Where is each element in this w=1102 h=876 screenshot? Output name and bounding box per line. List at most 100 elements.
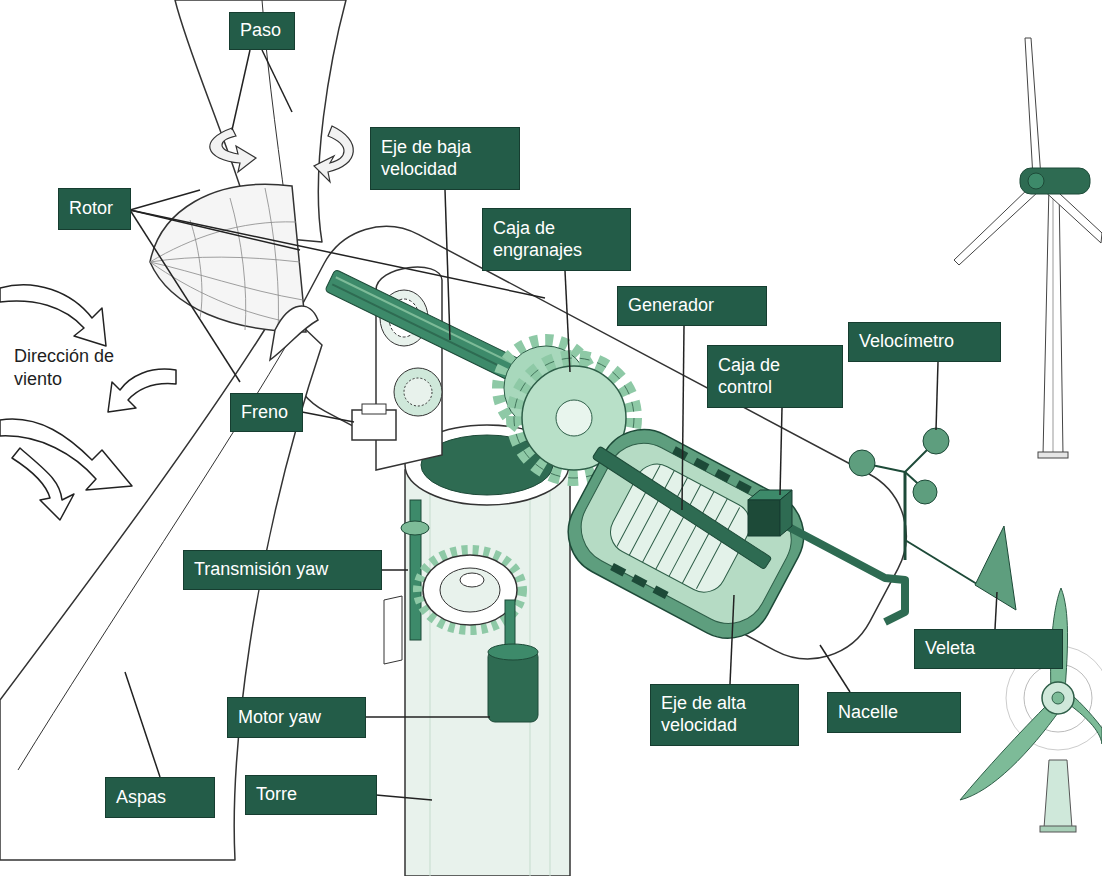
leader-line bbox=[262, 50, 292, 112]
turbine-icon bbox=[1038, 452, 1068, 458]
rotor-hub bbox=[150, 184, 306, 332]
leader-line bbox=[232, 50, 250, 130]
generator bbox=[672, 446, 688, 460]
part-name: Caja de engranajes bbox=[493, 218, 620, 262]
wind-vane bbox=[975, 526, 1016, 610]
wind-arrow bbox=[0, 285, 176, 520]
part-name: Nacelle bbox=[838, 702, 950, 724]
part-name: Veleta bbox=[925, 638, 1052, 660]
turbine-front-icon bbox=[1042, 682, 1074, 714]
control-box bbox=[748, 490, 905, 622]
pitch-arrow bbox=[210, 128, 256, 172]
tower bbox=[430, 490, 431, 876]
label-box: Caja de control bbox=[707, 345, 843, 408]
anemometer bbox=[904, 472, 907, 560]
anemometer bbox=[923, 428, 949, 454]
label-box: Torre bbox=[245, 775, 377, 815]
turbine-front-icon bbox=[1052, 692, 1064, 704]
gearbox bbox=[556, 400, 592, 436]
generator bbox=[714, 469, 730, 483]
part-name: Rotor bbox=[69, 198, 120, 220]
leader-line bbox=[565, 271, 570, 372]
leader-line bbox=[936, 362, 938, 430]
label-box: Velocímetro bbox=[848, 322, 1001, 362]
label-box: Aspas bbox=[105, 777, 215, 818]
leader-line bbox=[995, 592, 997, 629]
turbine-icon bbox=[1028, 173, 1044, 189]
wind-vane bbox=[905, 526, 1016, 610]
turbine-front-icon bbox=[960, 702, 1060, 800]
brake bbox=[394, 368, 442, 416]
generator bbox=[631, 574, 647, 588]
generator bbox=[652, 585, 668, 599]
label-box: Veleta bbox=[914, 629, 1063, 669]
turbine-icon bbox=[1053, 190, 1054, 452]
part-name: Eje de alta velocidad bbox=[661, 693, 788, 737]
label-box: Freno bbox=[230, 393, 303, 432]
generator bbox=[552, 414, 819, 654]
yaw-drive bbox=[460, 573, 484, 587]
pitch-arrow bbox=[210, 126, 353, 182]
part-name: Motor yaw bbox=[238, 707, 355, 729]
turbine-front-icon bbox=[1044, 760, 1072, 828]
part-name: Generador bbox=[628, 295, 756, 317]
brake bbox=[362, 404, 386, 414]
rotor-blade bbox=[270, 306, 318, 360]
tower bbox=[550, 490, 551, 876]
wind-arrow bbox=[108, 369, 176, 412]
part-name: Caja de control bbox=[718, 355, 832, 399]
generator bbox=[610, 563, 626, 577]
rotor-blade bbox=[270, 306, 318, 360]
leader-line bbox=[130, 190, 200, 210]
part-name: Paso bbox=[240, 20, 284, 42]
yaw-drive bbox=[384, 500, 522, 664]
generator bbox=[568, 430, 805, 637]
yaw-drive bbox=[423, 555, 517, 625]
label-box: Nacelle bbox=[827, 692, 961, 733]
brake bbox=[404, 378, 432, 406]
rotor-hub bbox=[150, 222, 305, 325]
control-box bbox=[785, 525, 905, 622]
anemometer bbox=[913, 480, 937, 504]
yaw-drive bbox=[440, 568, 500, 612]
part-name: Torre bbox=[256, 784, 366, 806]
rotor-hub bbox=[190, 188, 278, 332]
wind-arrow bbox=[0, 285, 106, 346]
control-box bbox=[780, 490, 792, 536]
turbine-icon bbox=[954, 38, 1102, 458]
leader-line bbox=[125, 50, 997, 800]
label-box: Caja de engranajes bbox=[482, 208, 631, 271]
turbine-icon bbox=[954, 186, 1039, 265]
turbine-icon bbox=[1043, 185, 1063, 455]
label-box: Rotor bbox=[58, 188, 131, 230]
rotor-hub bbox=[150, 184, 306, 332]
part-name: Aspas bbox=[116, 787, 204, 809]
part-name: Eje de baja velocidad bbox=[381, 137, 509, 181]
anemometer bbox=[849, 450, 875, 476]
yaw-drive bbox=[401, 521, 429, 535]
annotation-text: Dirección de viento bbox=[14, 345, 132, 392]
turbine-front-icon bbox=[960, 588, 1102, 832]
part-name: Transmisión yaw bbox=[194, 559, 371, 581]
brake bbox=[352, 368, 442, 440]
leader-line bbox=[780, 408, 782, 495]
leader-line bbox=[820, 645, 850, 692]
tower bbox=[405, 425, 570, 876]
turbine-icon bbox=[1025, 38, 1041, 178]
nacelle-shell bbox=[263, 202, 931, 684]
generator bbox=[693, 458, 709, 472]
leader-line bbox=[381, 569, 408, 571]
yaw-drive bbox=[384, 596, 402, 664]
leader-line bbox=[730, 595, 734, 684]
leader-line bbox=[365, 716, 490, 718]
pitch-arrow bbox=[314, 126, 353, 182]
turbine-icon bbox=[1020, 168, 1090, 194]
turbine-front-icon bbox=[1040, 826, 1076, 832]
label-box: Generador bbox=[617, 286, 767, 326]
label-box: Eje de baja velocidad bbox=[370, 127, 520, 190]
leader-line bbox=[682, 326, 684, 510]
